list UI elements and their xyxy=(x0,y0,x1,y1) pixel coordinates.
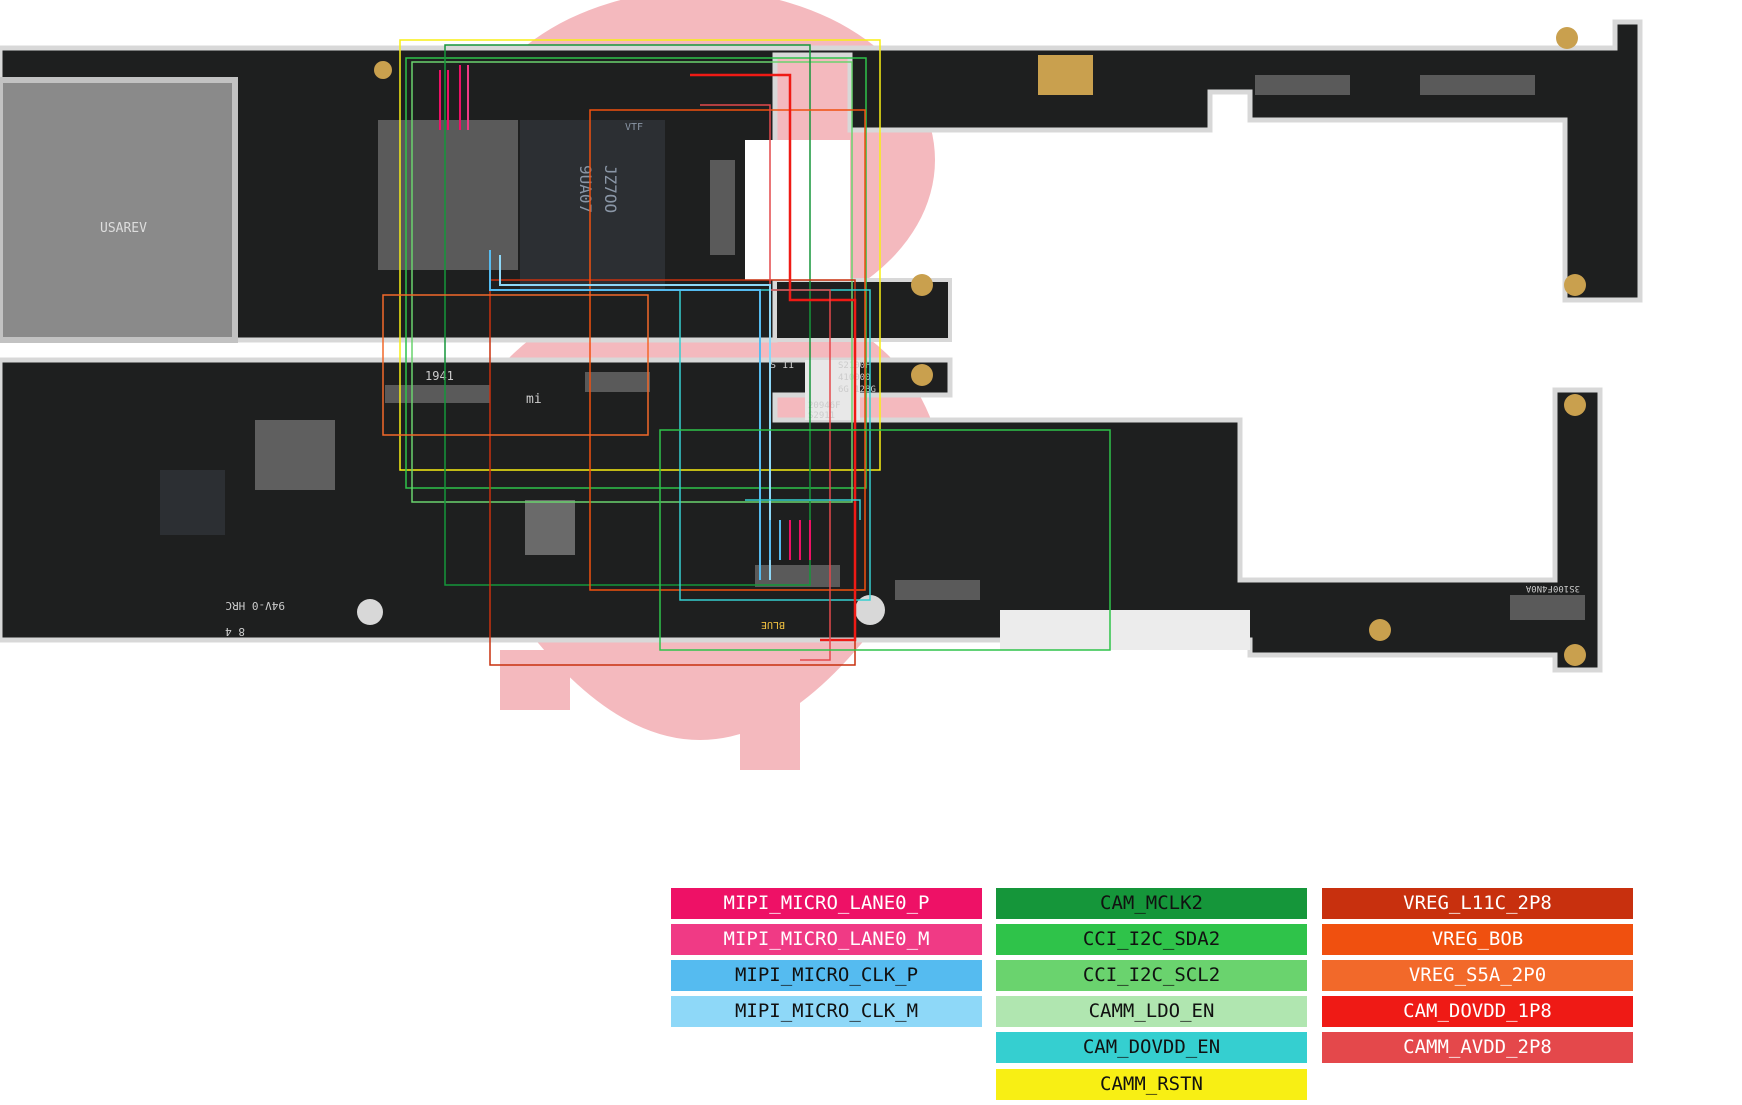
left-ic xyxy=(160,470,225,535)
mount-hole-10 xyxy=(855,595,885,625)
qr-text-3: 6G 128G xyxy=(838,385,876,395)
connector-upper-1 xyxy=(1255,75,1350,95)
connector-vertical xyxy=(710,160,735,255)
ul-marking-2: 8 4 xyxy=(225,625,245,638)
cpu-chip xyxy=(378,120,518,270)
trace-cam-mclk2 xyxy=(444,44,811,586)
legend-vreg-s5a-2p0: VREG_S5A_2P0 xyxy=(1322,960,1633,991)
legend-mipi-micro-lane0-m: MIPI_MICRO_LANE0_M xyxy=(671,924,982,955)
trace-vreg-s5a xyxy=(382,294,649,436)
trace-clk-p xyxy=(489,250,761,580)
qr-text-5: S2911 xyxy=(808,411,835,421)
s-marking: S 11 xyxy=(770,360,794,371)
circuit-board-diagram: USAREV 9UA07 JZ7OO VTF 1941 mi S2100F 41… xyxy=(0,0,1643,770)
legend-camm-avdd-2p8: CAMM_AVDD_2P8 xyxy=(1322,1032,1633,1063)
trace-dovdd-en-lower xyxy=(745,499,861,520)
legend-camm-ldo-en: CAMM_LDO_EN xyxy=(996,996,1307,1027)
right-code-marking: 3S100F4N0A xyxy=(1525,583,1580,593)
legend-cam-dovdd-en: CAM_DOVDD_EN xyxy=(996,1032,1307,1063)
camera-connector xyxy=(755,565,840,587)
trace-clk-m xyxy=(499,255,771,580)
mount-hole-2 xyxy=(1564,274,1586,296)
chip-marking-1: 9UA07 xyxy=(576,165,595,213)
connector-lower-4 xyxy=(1510,595,1585,620)
legend-cam-dovdd-1p8: CAM_DOVDD_1P8 xyxy=(1322,996,1633,1027)
legend-cam-mclk2: CAM_MCLK2 xyxy=(996,888,1307,919)
upper-board: USAREV 9UA07 JZ7OO VTF xyxy=(0,19,1643,343)
legend-vreg-l11c-2p8: VREG_L11C_2P8 xyxy=(1322,888,1633,919)
connector-lower-2 xyxy=(585,372,650,392)
trace-lane0-p xyxy=(439,65,461,130)
legend-cci-i2c-sda2: CCI_I2C_SDA2 xyxy=(996,924,1307,955)
gold-shield-pad xyxy=(1038,55,1093,95)
trace-cci-sda2 xyxy=(405,57,867,489)
metal-bracket xyxy=(1000,610,1250,650)
legend-mipi-micro-clk-m: MIPI_MICRO_CLK_M xyxy=(671,996,982,1027)
trace-camm-rstn xyxy=(399,39,881,471)
bga-chip xyxy=(525,500,575,555)
memory-chip xyxy=(520,120,665,290)
ul-marking: 94V-0 HRC xyxy=(225,599,285,612)
mount-hole-8 xyxy=(1369,619,1391,641)
legend-mipi-micro-lane0-p: MIPI_MICRO_LANE0_P xyxy=(671,888,982,919)
flex-label: BLUE xyxy=(761,619,785,630)
signal-traces xyxy=(382,39,1111,666)
sim-tray xyxy=(0,77,238,343)
pmic-chip xyxy=(255,420,335,490)
connector-marking: 1941 xyxy=(425,369,454,383)
trace-vreg-bob xyxy=(589,109,866,591)
legend-cci-i2c-scl2: CCI_I2C_SCL2 xyxy=(996,960,1307,991)
trace-camm-avdd xyxy=(700,104,831,661)
connector-lower-3 xyxy=(895,580,980,600)
mount-hole-6 xyxy=(1564,394,1586,416)
mount-hole-9 xyxy=(357,599,383,625)
trace-clk-lower xyxy=(769,520,781,560)
qr-label xyxy=(805,360,860,420)
connector-upper-2 xyxy=(1420,75,1535,95)
legend-mipi-micro-clk-p: MIPI_MICRO_CLK_P xyxy=(671,960,982,991)
mount-hole-3 xyxy=(911,274,933,296)
sim-tray-text: USAREV xyxy=(100,221,147,236)
legend-camm-rstn: CAMM_RSTN xyxy=(996,1069,1307,1100)
trace-cam-dovdd-1p8 xyxy=(690,73,857,642)
mount-hole-1 xyxy=(1556,27,1578,49)
trace-cci-scl2 xyxy=(411,61,853,503)
trace-lane0-p-lower xyxy=(789,520,811,560)
mount-hole-7 xyxy=(1564,644,1586,666)
mount-hole-4 xyxy=(374,61,392,79)
mount-hole-5 xyxy=(911,364,933,386)
legend-vreg-bob: VREG_BOB xyxy=(1322,924,1633,955)
qr-text-4: 20946F xyxy=(808,401,841,411)
chip-marking-3: VTF xyxy=(625,122,643,133)
mi-logo: mi xyxy=(526,392,542,407)
chip-marking-2: JZ7OO xyxy=(601,165,620,213)
trace-cci-lower xyxy=(659,429,1111,651)
